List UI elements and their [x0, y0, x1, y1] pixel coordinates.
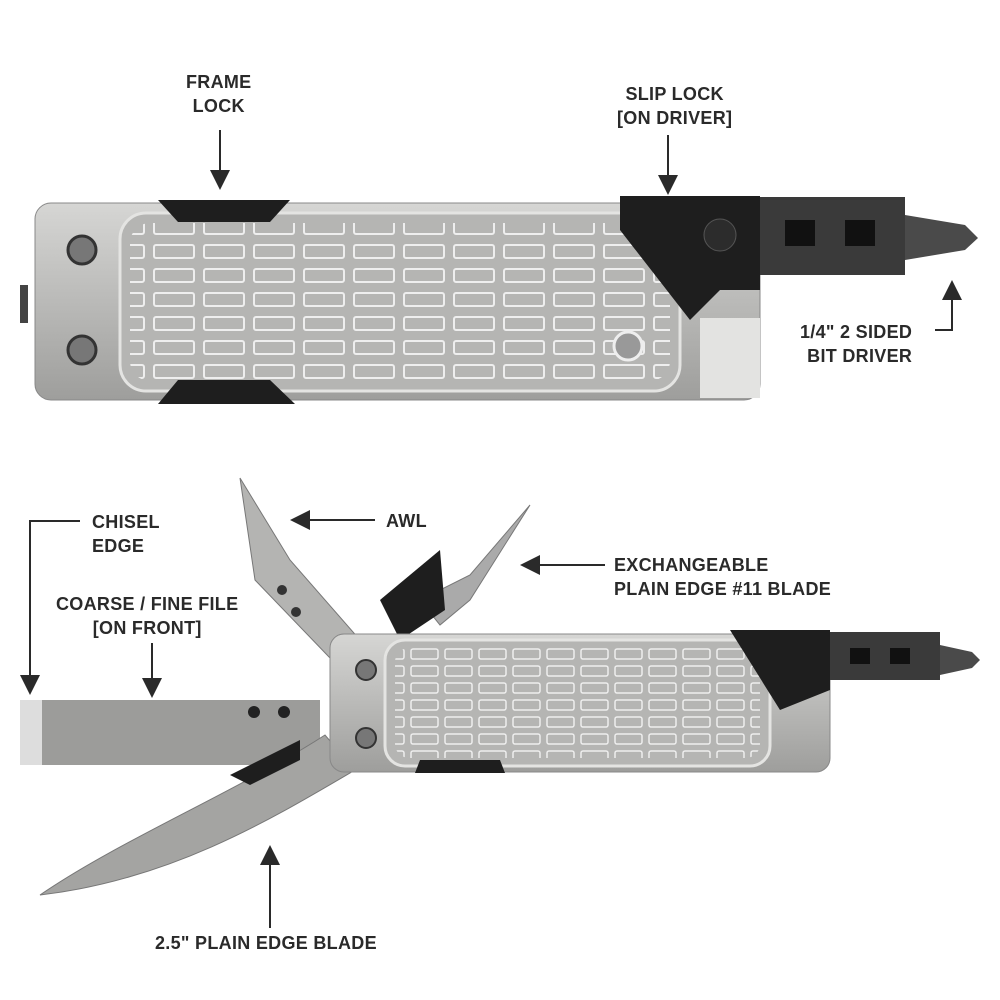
label-plain-blade: 2.5" PLAIN EDGE BLADE — [155, 933, 377, 953]
label-chisel-edge: CHISEL EDGE — [92, 510, 160, 558]
label-line: [ON DRIVER] — [617, 108, 733, 128]
label-line: [ON FRONT] — [92, 618, 202, 638]
label-frame-lock: FRAME LOCK — [186, 70, 252, 118]
callout-arrows — [20, 130, 962, 928]
label-line: COARSE / FINE FILE — [56, 594, 239, 614]
label-exchangeable-blade: EXCHANGEABLE PLAIN EDGE #11 BLADE — [614, 553, 831, 601]
open-multitool — [20, 477, 980, 896]
label-line: FRAME — [186, 72, 252, 92]
label-line: EDGE — [92, 536, 145, 556]
label-file: COARSE / FINE FILE [ON FRONT] — [56, 592, 238, 640]
arrow-chisel-edge — [20, 520, 80, 695]
label-slip-lock: SLIP LOCK [ON DRIVER] — [617, 82, 732, 130]
label-line: PLAIN EDGE #11 BLADE — [614, 579, 832, 599]
arrow-bit-driver — [935, 280, 962, 331]
label-line: SLIP LOCK — [625, 84, 724, 104]
label-line: 1/4" 2 SIDED — [800, 322, 913, 342]
label-line: CHISEL — [92, 512, 160, 532]
label-line: EXCHANGEABLE — [614, 555, 769, 575]
label-line: BIT DRIVER — [807, 346, 913, 366]
label-awl: AWL — [386, 511, 427, 531]
closed-multitool — [20, 196, 978, 404]
label-line: LOCK — [192, 96, 245, 116]
label-bit-driver: 1/4" 2 SIDED BIT DRIVER — [800, 320, 912, 368]
